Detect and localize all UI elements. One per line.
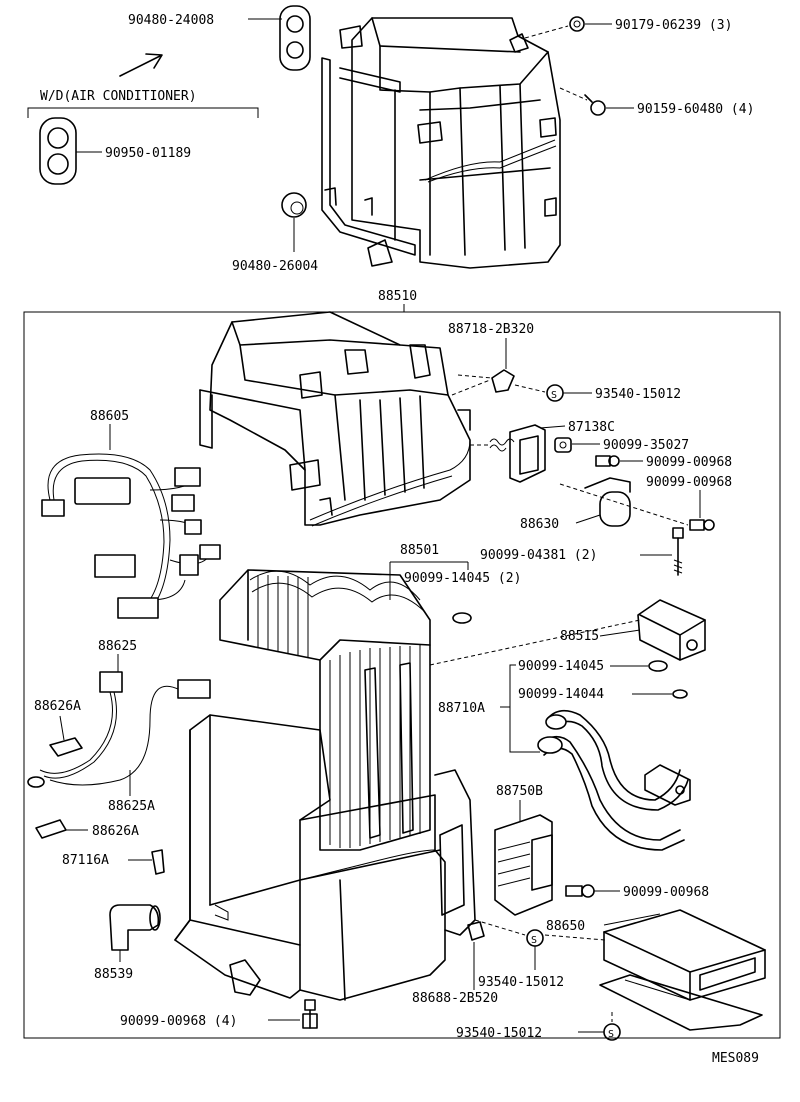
label-88718-2b320: 88718-2B320: [448, 322, 534, 337]
label-90099-00968-b: 90099-00968: [646, 475, 732, 490]
assembly-88510-frame: [23, 311, 781, 1039]
o-ring-14045-2: [452, 612, 472, 624]
nut-90179-06239: [569, 16, 585, 32]
label-90159-60480: 90159-60480 (4): [637, 102, 754, 117]
label-90099-00968-c: 90099-00968: [623, 885, 709, 900]
label-88625a: 88625A: [108, 799, 155, 814]
screw-90099-00968-c: [565, 884, 595, 898]
grommet-90950-01189: [39, 117, 77, 185]
svg-text:S: S: [551, 390, 557, 401]
lower-case-assembly: [174, 714, 476, 1001]
label-88626a-top: 88626A: [34, 699, 81, 714]
label-88688-2b520: 88688-2B520: [412, 991, 498, 1006]
top-assembly-unit: [321, 17, 561, 269]
label-90179-06239: 90179-06239 (3): [615, 18, 732, 33]
evaporator-88501: [219, 569, 431, 851]
label-88515: 88515: [560, 629, 599, 644]
label-88710a: 88710A: [438, 701, 485, 716]
diagram-code: MES089: [712, 1051, 759, 1066]
screw-s-mark-1: S: [546, 384, 564, 402]
grommet-90480-24008: [279, 5, 311, 71]
thermistor-88630: [584, 477, 631, 527]
label-90099-14044: 90099-14044: [518, 687, 604, 702]
label-87138c: 87138C: [568, 420, 615, 435]
clip-88718-2b320: [491, 369, 515, 393]
label-93540-15012-a: 93540-15012: [595, 387, 681, 402]
screw-s-mark-3: S: [603, 1023, 621, 1041]
drain-hose-88539: [109, 904, 161, 951]
plug-90480-26004: [281, 192, 307, 218]
upper-case-assembly: [199, 311, 471, 527]
svg-text:S: S: [608, 1029, 614, 1040]
wire-harness-88605: [41, 453, 221, 619]
label-88625: 88625: [98, 639, 137, 654]
svg-text:S: S: [531, 935, 537, 946]
amplifier-88750b: [494, 814, 553, 916]
label-88539: 88539: [94, 967, 133, 982]
screw-s-mark-2: S: [526, 929, 544, 947]
wd-air-conditioner-note: W/D(AIR CONDITIONER): [40, 89, 197, 104]
nut-90099-35027: [554, 437, 572, 453]
screw-90099-00968-b: [689, 519, 715, 531]
label-90480-26004: 90480-26004: [232, 259, 318, 274]
sensor-87138c: [509, 424, 546, 483]
label-90099-04381: 90099-04381 (2): [480, 548, 597, 563]
clip-88626a-top: [49, 737, 83, 757]
label-90099-00968-4: 90099-00968 (4): [120, 1014, 237, 1029]
label-88510: 88510: [378, 289, 417, 304]
label-88650: 88650: [546, 919, 585, 934]
direction-arrow-icon: [119, 53, 163, 77]
bracket-88688-2b520: [467, 921, 485, 941]
expansion-valve-88515: [637, 599, 706, 661]
label-88630: 88630: [520, 517, 559, 532]
label-88501: 88501: [400, 543, 439, 558]
bolt-90099-00968-4: [302, 999, 318, 1029]
clip-88626a-bottom: [35, 819, 67, 839]
label-90099-14045: 90099-14045: [518, 659, 604, 674]
wire-88625: [27, 671, 211, 788]
refrigerant-tubes-88710a: [537, 709, 691, 851]
label-87116a: 87116A: [62, 853, 109, 868]
label-93540-15012-b: 93540-15012: [478, 975, 564, 990]
label-90480-24008: 90480-24008: [128, 13, 214, 28]
label-90099-35027: 90099-35027: [603, 438, 689, 453]
o-ring-14044: [672, 689, 688, 699]
screw-90159-60480: [584, 94, 606, 116]
label-88626a-bottom: 88626A: [92, 824, 139, 839]
spring-coil: [489, 438, 515, 452]
label-93540-15012-c: 93540-15012: [456, 1026, 542, 1041]
label-90950-01189: 90950-01189: [105, 146, 191, 161]
screw-90099-00968-a: [595, 455, 620, 467]
wd-note-bracket: [27, 107, 259, 118]
o-ring-14045: [648, 660, 668, 672]
bolt-90099-04381: [672, 527, 684, 576]
ac-computer-88650: [599, 909, 766, 1031]
label-88605: 88605: [90, 409, 129, 424]
label-88750b: 88750B: [496, 784, 543, 799]
label-90099-14045-2: 90099-14045 (2): [404, 571, 521, 586]
label-90099-00968-a: 90099-00968: [646, 455, 732, 470]
clip-87116a: [151, 849, 165, 875]
